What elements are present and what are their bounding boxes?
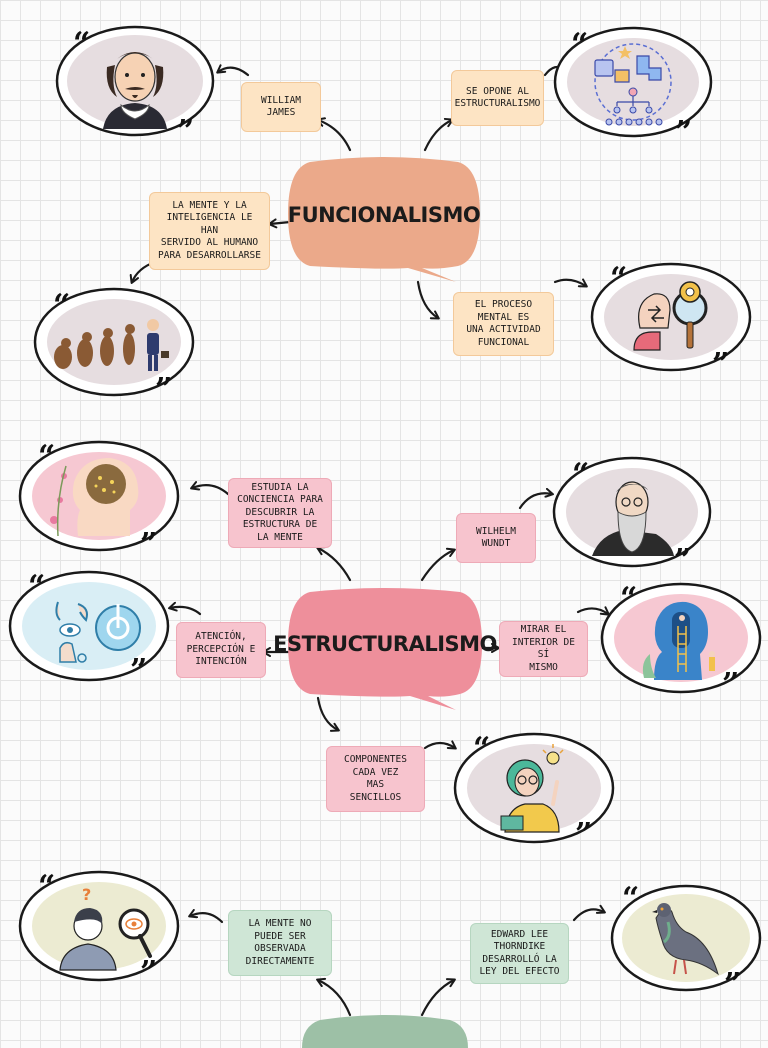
node-label: SE OPONE AL ESTRUCTURALISMO [454, 85, 541, 110]
image-frame-structure: “ ” [553, 26, 713, 148]
node-label: EDWARD LEE THORNDIKE DESARROLLÓ LA LEY D… [479, 928, 560, 978]
human-evolution-icon [33, 287, 195, 397]
quote-open: “ [53, 288, 71, 323]
team-structure-icon [553, 26, 713, 138]
quote-close: ” [155, 372, 173, 407]
quote-close: ” [130, 653, 148, 688]
hub-estructuralismo: ESTRUCTURALISMO [273, 588, 497, 710]
node-mente-no-observada: LA MENTE NO PUEDE SER OBSERVADA DIRECTAM… [228, 910, 332, 976]
quote-close: ” [674, 543, 692, 578]
node-wilhelm-wundt: WILHELM WUNDT [456, 513, 536, 563]
brain-consciousness-icon [18, 440, 180, 552]
node-proceso-mental: EL PROCESO MENTAL ES UNA ACTIVIDAD FUNCI… [453, 292, 554, 356]
image-frame-shakespeare: “ ” [55, 25, 215, 147]
quote-close: ” [724, 967, 742, 1002]
image-frame-pigeon: “ ” [606, 881, 768, 1000]
node-atencion-percepcion: ATENCIÓN, PERCEPCIÓN E INTENCIÓN [176, 622, 266, 678]
node-la-mente-inteligencia: LA MENTE Y LA INTELIGENCIA LE HAN SERVID… [149, 192, 270, 270]
image-frame-evolution: “ ” [33, 287, 195, 405]
quote-close: ” [140, 955, 158, 990]
image-frame-mental-process: “ ” [590, 261, 752, 380]
thinking-woman-icon [453, 732, 615, 844]
quote-close: ” [675, 115, 693, 150]
introspection-icon [600, 582, 762, 694]
quote-open: “ [38, 439, 56, 474]
hub-third-section [300, 1008, 470, 1048]
quote-open: “ [571, 27, 589, 62]
image-frame-wundt: “ ” [552, 456, 712, 576]
node-label: WILLIAM JAMES [260, 94, 302, 119]
quote-close: ” [712, 347, 730, 382]
quote-close: ” [575, 817, 593, 852]
image-frame-introspection: “ ” [600, 581, 762, 700]
node-mirar-interior: MIRAR EL INTERIOR DE SÍ MISMO [499, 621, 588, 677]
pigeon-icon [610, 884, 762, 992]
quote-close: ” [722, 667, 740, 702]
senses-perception-icon [8, 570, 170, 682]
hub-funcionalismo: FUNCIONALISMO [286, 156, 482, 282]
wundt-portrait-icon [552, 456, 712, 568]
svg-text:?: ? [82, 885, 91, 904]
quote-open: “ [28, 569, 46, 604]
speech-bubble-shape [302, 1015, 468, 1048]
shakespeare-portrait-icon [55, 25, 215, 137]
quote-open: “ [572, 457, 590, 492]
image-frame-senses: “ ” [8, 569, 170, 686]
node-label: COMPONENTES CADA VEZ MAS SENCILLOS [344, 754, 407, 803]
quote-close: ” [140, 527, 158, 562]
node-se-opone: SE OPONE AL ESTRUCTURALISMO [451, 70, 544, 126]
node-label: ATENCIÓN, PERCEPCIÓN E INTENCIÓN [186, 631, 256, 668]
quote-open: “ [620, 581, 638, 616]
node-label: WILHELM WUNDT [475, 525, 517, 550]
speech-bubble-shape [288, 588, 482, 710]
hub-title: ESTRUCTURALISMO [273, 632, 497, 656]
node-label: LA MENTE NO PUEDE SER OBSERVADA DIRECTAM… [245, 918, 315, 967]
quote-open: “ [610, 261, 628, 296]
hub-title: FUNCIONALISMO [287, 203, 481, 227]
mental-process-icon [590, 262, 752, 372]
quote-open: “ [622, 881, 640, 916]
observed-person-icon: ? [18, 870, 180, 982]
node-william-james: WILLIAM JAMES [241, 82, 321, 132]
node-estudia-conciencia: ESTUDIA LA CONCIENCIA PARA DESCUBRIR LA … [228, 478, 332, 548]
node-label: LA MENTE Y LA INTELIGENCIA LE HAN SERVID… [158, 199, 261, 261]
image-frame-observed: ? “ ” [18, 869, 180, 988]
node-thorndike: EDWARD LEE THORNDIKE DESARROLLÓ LA LEY D… [470, 923, 569, 984]
node-componentes: COMPONENTES CADA VEZ MAS SENCILLOS [326, 746, 425, 812]
quote-open: “ [473, 731, 491, 766]
quote-open: “ [73, 26, 91, 61]
node-label: ESTUDIA LA CONCIENCIA PARA DESCUBRIR LA … [237, 481, 323, 543]
image-frame-thinking-woman: “ ” [453, 731, 615, 850]
speech-bubble-shape [288, 157, 480, 282]
image-frame-brain: “ ” [18, 439, 180, 560]
node-label: EL PROCESO MENTAL ES UNA ACTIVIDAD FUNCI… [466, 299, 541, 348]
quote-open: “ [38, 869, 56, 904]
quote-close: ” [177, 114, 195, 149]
node-label: MIRAR EL INTERIOR DE SÍ MISMO [512, 624, 575, 673]
